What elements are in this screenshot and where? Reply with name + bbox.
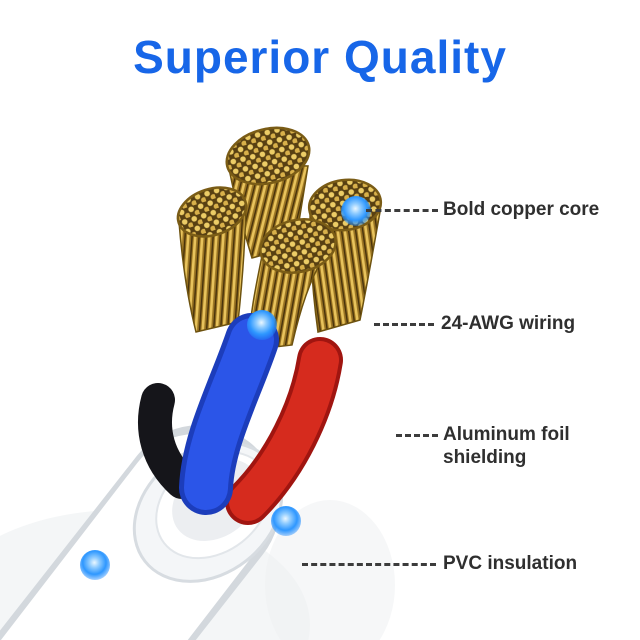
callout-label-aluminum-foil: Aluminum foil shielding bbox=[443, 424, 570, 469]
callout-dot-pvc-insulation bbox=[80, 550, 110, 580]
callout-dot-aluminum-foil bbox=[271, 506, 301, 536]
callout-line-pvc-insulation bbox=[302, 563, 436, 566]
callout-label-copper-core: Bold copper core bbox=[443, 199, 600, 220]
wire-red bbox=[225, 337, 343, 525]
callout-line-awg-wiring bbox=[374, 323, 434, 326]
callout-line-aluminum-foil bbox=[396, 434, 438, 437]
wire-blue bbox=[179, 313, 279, 515]
callout-label-awg-wiring: 24-AWG wiring bbox=[441, 313, 576, 334]
page-title: Superior Quality bbox=[133, 31, 507, 83]
copper-bundle-left bbox=[176, 186, 248, 333]
wire-black bbox=[138, 383, 199, 499]
callout-label-pvc-insulation: PVC insulation bbox=[443, 553, 578, 574]
callout-dot-awg-wiring bbox=[247, 310, 277, 340]
callout-line-copper-core bbox=[366, 209, 438, 212]
